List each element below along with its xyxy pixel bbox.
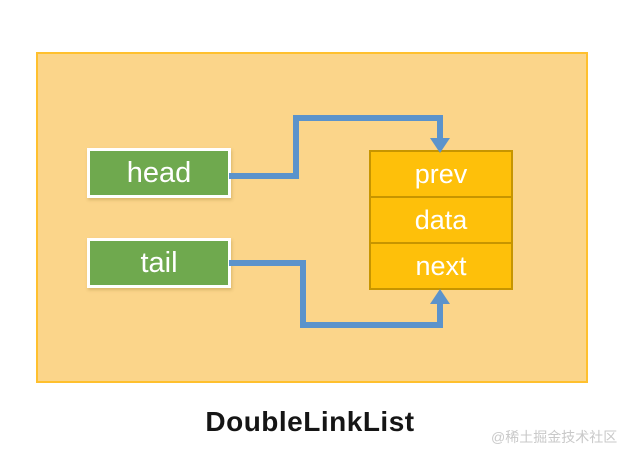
tail-pointer-label: tail [140,246,178,279]
watermark-text: @稀土掘金技术社区 [491,429,618,445]
head-pointer-box: head [87,148,231,198]
head-pointer-label: head [126,156,192,189]
node-cell-next-label: next [415,250,467,281]
diagram-title: DoubleLinkList [205,406,415,437]
node-cell-prev-label: prev [414,158,468,189]
node-cell-data-label: data [414,204,468,235]
tail-pointer-box: tail [87,238,231,288]
node-cell-next: next [371,242,511,288]
node-cell-data: data [371,196,511,242]
linked-list-node: prev data next [369,150,513,290]
node-cell-prev: prev [371,152,511,196]
